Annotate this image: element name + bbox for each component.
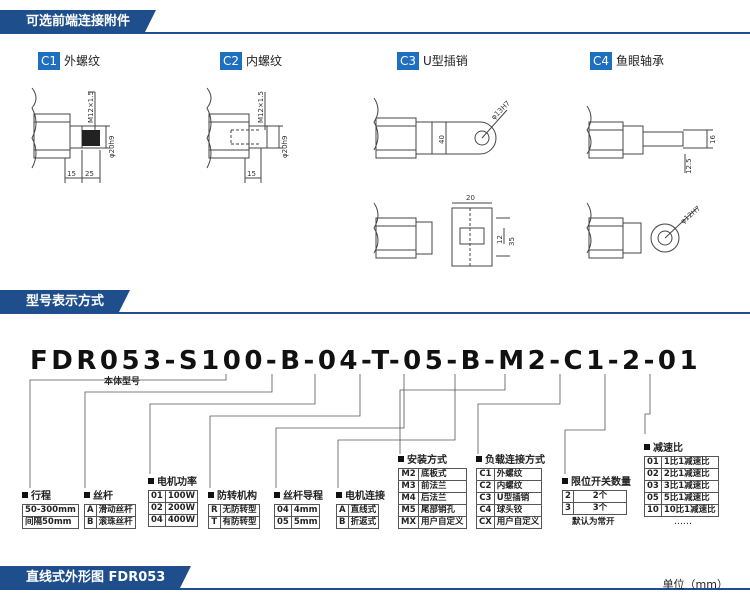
c4-pin-label: φ12H7: [679, 204, 702, 225]
c1-dia-label: φ20h9: [108, 136, 116, 158]
c4-dim-a: 16: [709, 135, 717, 144]
c1-drawing: M12×1.5 φ20h9 15 25: [31, 87, 116, 183]
c3-drawing: φ13H7 40 20 12 35: [373, 97, 516, 267]
c4-dim-b: 12.5: [685, 158, 693, 174]
section-title: 直线式外形图 FDR053: [0, 566, 192, 590]
c2-dim-a: 15: [247, 170, 256, 178]
section-title: 型号表示方式: [0, 290, 131, 314]
reduction-more: ……: [674, 517, 692, 527]
c3-pin-label: φ13H7: [490, 99, 512, 121]
c3-dim-h: 40: [438, 135, 446, 144]
c3-dim-s2: 35: [508, 237, 516, 246]
section-bar-accessories: 可选前端连接附件: [0, 10, 750, 34]
divider: [0, 32, 750, 34]
divider: [0, 588, 750, 590]
c2-drawing: M12×1.5 φ20h9 15: [206, 87, 289, 183]
c1-thread-label: M12×1.5: [87, 91, 95, 123]
section-title: 可选前端连接附件: [0, 10, 157, 34]
limit-switch-note: 默认为常开: [572, 517, 615, 527]
c2-dia-label: φ20h9: [281, 136, 289, 158]
c3-dim-w: 20: [466, 194, 475, 202]
model-code: FDR053-S100-B-04-T-05-B-M2-C1-2-01: [30, 346, 702, 376]
model-sub-label: 本体型号: [104, 377, 141, 387]
c1-dim-b: 25: [85, 170, 94, 178]
leader-lines: [29, 374, 651, 488]
group-stroke: 行程 50-300mm 间隔50mm: [22, 490, 79, 529]
c2-thread-label: M12×1.5: [257, 91, 265, 123]
c1-dim-a: 15: [67, 170, 76, 178]
divider: [0, 312, 750, 314]
c3-dim-s1: 12: [496, 235, 504, 244]
c4-drawing: φ12H7 16 12.5: [586, 105, 717, 259]
section-bar-outline: 直线式外形图 FDR053: [0, 566, 750, 590]
unit-label: 单位（mm）: [662, 578, 728, 591]
stroke-table: 50-300mm 间隔50mm: [22, 504, 79, 529]
section-bar-model: 型号表示方式: [0, 290, 750, 314]
